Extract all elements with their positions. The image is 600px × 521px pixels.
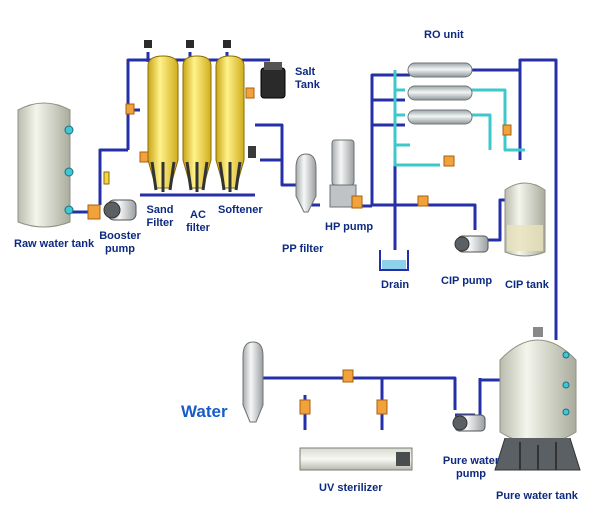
label-ro-unit: RO unit	[424, 29, 464, 41]
uv-sterilizer	[299, 447, 413, 471]
ro-membranes	[407, 62, 512, 207]
label-uv-sterilizer: UV sterilizer	[319, 482, 383, 494]
salt-tank	[260, 62, 286, 99]
pure-water-tank	[494, 327, 581, 471]
filter-vessels	[125, 40, 256, 192]
label-pure-water-pump: Pure water pump	[442, 455, 500, 480]
label-sand-filter: Sand Filter	[146, 204, 174, 229]
label-drain: Drain	[381, 279, 410, 291]
label-cip-pump: CIP pump	[441, 275, 493, 287]
label-water: Water	[181, 402, 228, 421]
label-cip-tank: CIP tank	[505, 279, 549, 291]
label-softener: Softener	[218, 204, 263, 216]
hp-pump	[329, 139, 363, 209]
label-hp-pump: HP pump	[325, 221, 374, 233]
cip-pump	[454, 235, 489, 253]
label-pure-water-tank: Pure water tank	[496, 490, 578, 502]
pp-filter	[295, 153, 317, 213]
drain-basin	[379, 250, 409, 271]
label-pp-filter: PP filter	[282, 243, 324, 255]
label-salt-tank: Salt Tank	[295, 66, 320, 91]
pure-water-pump	[452, 414, 486, 432]
raw-water-tank	[17, 102, 74, 228]
concentrate-pipes	[393, 70, 525, 167]
label-ac-filter: AC filter	[186, 209, 210, 234]
cip-tank	[504, 182, 546, 257]
polishing-filter	[242, 341, 388, 423]
label-raw-water-tank: Raw water tank	[14, 238, 95, 250]
booster-pump	[87, 171, 137, 221]
label-booster-pump: Booster pump	[99, 230, 141, 255]
